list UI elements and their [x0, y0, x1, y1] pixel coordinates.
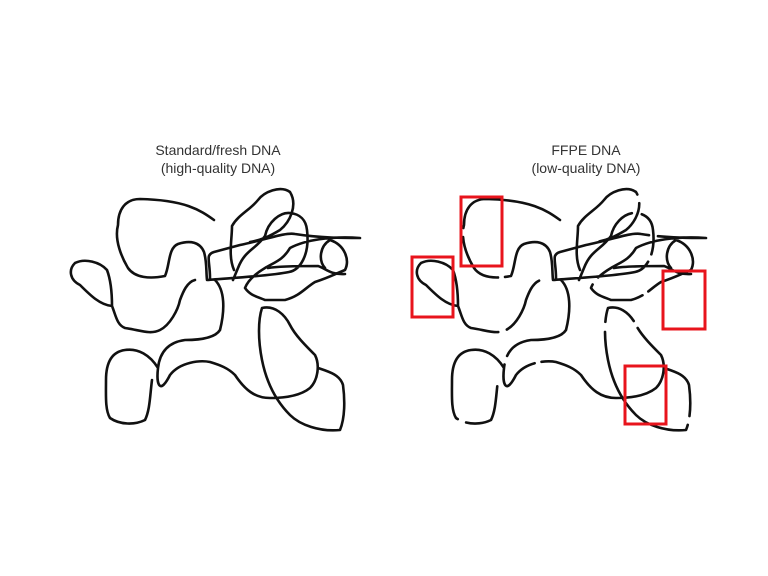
fresh-dna-title: Standard/fresh DNA (high-quality DNA) — [108, 141, 328, 177]
fresh-dna-title-line1: Standard/fresh DNA — [155, 142, 281, 158]
damage-highlight-box — [459, 195, 504, 268]
fresh-dna-title-line2: (high-quality DNA) — [160, 160, 276, 176]
damage-highlight-box — [661, 269, 707, 331]
ffpe-dna-title: FFPE DNA (low-quality DNA) — [476, 141, 696, 177]
ffpe-dna-title-line2: (low-quality DNA) — [531, 160, 641, 176]
damage-highlight-box — [623, 364, 668, 426]
fresh-dna-strand — [69, 187, 362, 432]
ffpe-dna-title-line1: FFPE DNA — [551, 142, 621, 158]
damage-highlight-box — [410, 255, 455, 319]
